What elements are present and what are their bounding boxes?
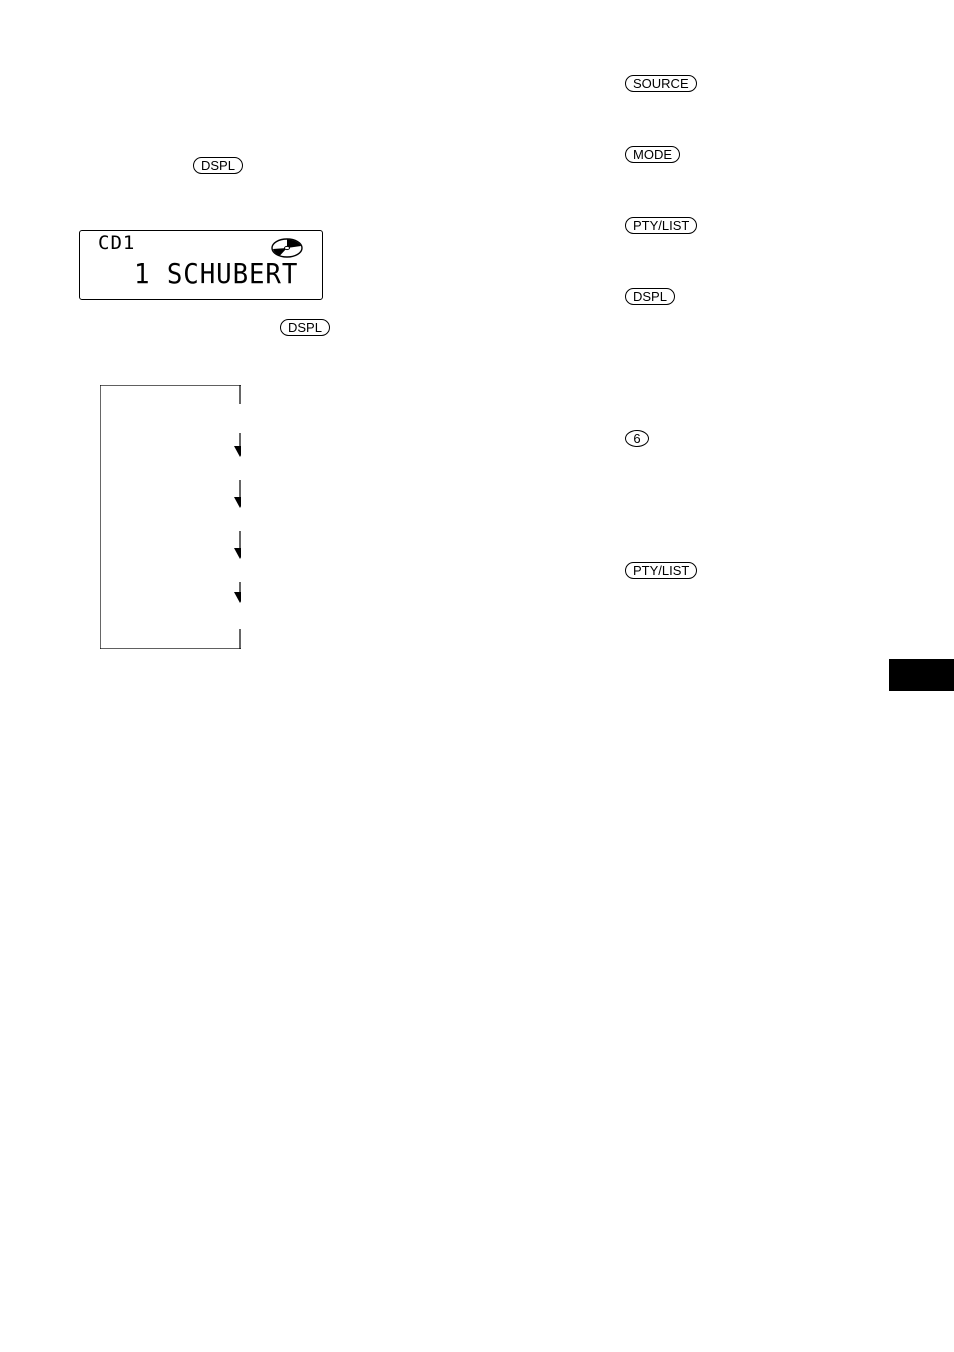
section-index-tab [889,659,954,691]
lcd-track-text: 1 SCHUBERT [134,257,299,290]
disc-icon [271,238,303,258]
arrow-down-icon [234,480,241,508]
source-button-label: SOURCE [625,75,697,92]
arrow-down-icon [234,433,241,457]
arrow-down-icon [234,531,241,559]
dspl-button-label-2: DSPL [280,319,330,336]
display-cycle-loop [100,385,241,649]
lcd-source-text: CD1 [98,232,136,254]
pty-list-button-label-2: PTY/LIST [625,562,698,579]
mode-button-label: MODE [625,146,680,163]
arrow-down-icon [234,582,241,603]
pty-list-button-label: PTY/LIST [625,217,698,234]
preset-6-button-label: 6 [625,430,649,447]
dspl-button-label: DSPL [193,157,243,174]
lcd-display: CD1 1 SCHUBERT [79,230,323,300]
dspl-button-label-3: DSPL [625,288,675,305]
